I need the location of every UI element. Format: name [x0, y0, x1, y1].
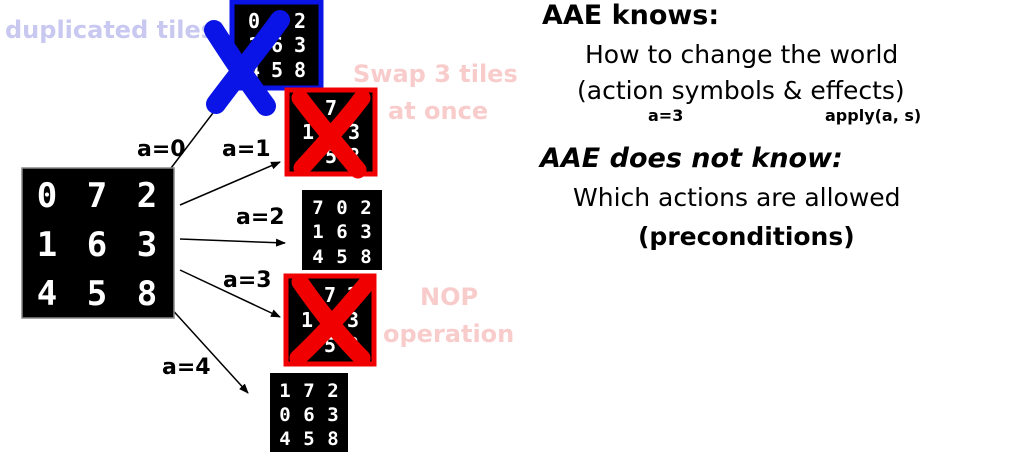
tile: 5 — [271, 58, 283, 82]
arrow-a4 — [167, 304, 249, 394]
tile: 1 — [301, 308, 313, 332]
tile: 5 — [303, 428, 314, 450]
tile: 1 — [37, 225, 57, 265]
aae-knows-title: AAE knows: — [542, 0, 720, 31]
action-label-0: a=0 — [137, 137, 186, 162]
tile: 6 — [336, 221, 347, 243]
aae-knows-line1: How to change the world — [585, 40, 899, 69]
red-cross-mark-a1 — [291, 89, 371, 179]
tile: 0 — [37, 176, 57, 216]
tile: 2 — [327, 380, 338, 402]
action-label-4: a=4 — [162, 355, 211, 380]
tile: 4 — [312, 246, 323, 268]
tile: 3 — [360, 221, 371, 243]
tile: 1 — [312, 221, 323, 243]
aae-knows-apply-example: apply(a, s) — [825, 106, 922, 125]
puzzle-a2: 7 0 2 1 6 3 4 5 8 — [302, 190, 382, 270]
aae-knows-line2: (action symbols & effects) — [577, 76, 905, 105]
arrow-a3 — [179, 269, 281, 318]
tile: 6 — [87, 225, 107, 265]
arrow-a1 — [179, 161, 281, 206]
tile: 0 — [336, 197, 347, 219]
tile: 3 — [348, 120, 360, 144]
swap-note-line1: Swap 3 tiles — [353, 60, 518, 88]
action-label-3: a=3 — [223, 268, 272, 293]
tile: 8 — [360, 246, 371, 268]
tile: 0 — [279, 404, 290, 426]
tile: 4 — [37, 274, 57, 314]
tile: 2 — [294, 9, 306, 33]
tile: 1 — [279, 380, 290, 402]
tile: 8 — [327, 428, 338, 450]
tile: 8 — [294, 58, 306, 82]
tile: 5 — [87, 274, 107, 314]
nop-note-line2: operation — [383, 320, 514, 348]
aae-not-know-line2: (preconditions) — [638, 222, 855, 251]
blue-cross-mark — [204, 10, 290, 116]
puzzle-a4: 1 7 2 0 6 3 4 5 8 — [270, 373, 348, 452]
tile: 8 — [137, 274, 157, 314]
swap-note-line2: at once — [388, 97, 488, 125]
nop-note-line1: NOP — [420, 283, 478, 311]
duplicated-tiles-note: duplicated tiles — [5, 16, 215, 44]
action-label-1: a=1 — [222, 137, 271, 162]
tile: 7 — [303, 380, 314, 402]
tile: 4 — [279, 428, 290, 450]
action-label-2: a=2 — [236, 205, 285, 230]
tile: 0 — [248, 9, 260, 33]
tile: 7 — [87, 176, 107, 216]
puzzle-source: 0 7 2 1 6 3 4 5 8 — [21, 167, 175, 319]
tile: 2 — [360, 197, 371, 219]
aae-knows-action-example: a=3 — [648, 106, 684, 125]
aae-not-know-title: AAE does not know: — [540, 143, 843, 174]
tile: 6 — [303, 404, 314, 426]
tile: 2 — [137, 176, 157, 216]
tile: 3 — [327, 404, 338, 426]
arrow-a2 — [179, 238, 286, 247]
tile: 3 — [137, 225, 157, 265]
tile: 7 — [312, 197, 323, 219]
tile: 5 — [336, 246, 347, 268]
tile: 3 — [294, 33, 306, 57]
tile: 7 — [325, 96, 337, 120]
tile: 7 — [324, 283, 336, 307]
aae-not-know-line1: Which actions are allowed — [573, 183, 901, 212]
red-cross-mark-a3 — [289, 273, 377, 367]
